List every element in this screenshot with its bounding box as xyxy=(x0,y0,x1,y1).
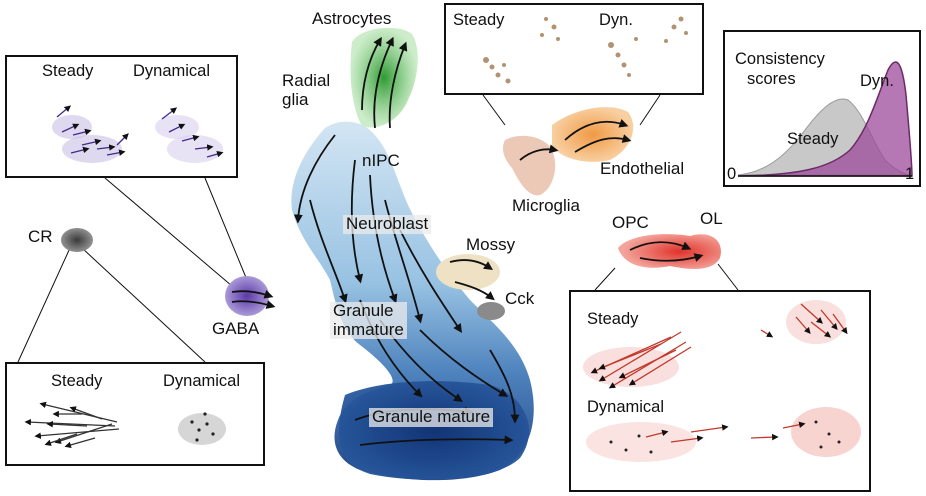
inset-gaba-dynamical-label: Dynamical xyxy=(133,62,211,80)
label-microglia: Microglia xyxy=(512,196,581,215)
label-opc: OPC xyxy=(612,213,649,232)
label-granule-immature-line1: Granule xyxy=(333,301,394,320)
label-cck: Cck xyxy=(505,289,535,308)
inset-cr-comparison: Steady Dynamical xyxy=(5,362,265,466)
inset-cr-steady-label: Steady xyxy=(51,372,103,390)
inset-connector-lines xyxy=(17,94,739,363)
cluster-endothelial xyxy=(552,107,634,162)
label-radial-glia: Radial glia xyxy=(282,71,331,109)
cluster-microglia xyxy=(502,135,556,196)
label-cr: CR xyxy=(28,227,53,246)
label-granule-mature: Granule mature xyxy=(369,407,494,427)
cluster-cck xyxy=(477,302,505,320)
label-radial-glia-line2: glia xyxy=(282,89,309,109)
consistency-axis-min: 0 xyxy=(727,165,737,183)
inset-gaba-arrows xyxy=(52,105,224,163)
inset-astro-steady-label: Steady xyxy=(453,11,505,29)
label-radial-glia-line1: Radial xyxy=(282,71,331,90)
consistency-dyn-label: Dyn. xyxy=(860,72,894,90)
inset-cr-arrows xyxy=(24,401,226,449)
inset-opc-dynamical-label: Dynamical xyxy=(587,398,665,416)
label-mossy: Mossy xyxy=(466,235,516,254)
cluster-opc-ol xyxy=(618,234,721,269)
inset-gaba-comparison: Steady Dynamical xyxy=(5,55,238,178)
consistency-density-plot xyxy=(737,61,913,177)
consistency-title-line2: scores xyxy=(747,69,796,88)
inset-opc-arrows xyxy=(583,300,861,462)
cluster-astrocytes xyxy=(350,27,418,128)
consistency-title-line1: Consistency xyxy=(735,50,825,68)
inset-astrocyte-comparison: Steady Dyn. xyxy=(444,3,704,95)
label-granule-immature: Granule immature xyxy=(330,301,407,340)
label-astrocytes: Astrocytes xyxy=(312,9,392,28)
label-neuroblast: Neuroblast xyxy=(343,214,432,234)
inset-astro-arrows xyxy=(483,16,688,84)
cluster-cr xyxy=(61,228,93,252)
label-granule-immature-line2: immature xyxy=(333,319,404,339)
label-nipc: nIPC xyxy=(362,151,400,170)
consistency-steady-label: Steady xyxy=(787,130,839,148)
inset-cr-dynamical-label: Dynamical xyxy=(163,372,241,390)
inset-gaba-steady-label: Steady xyxy=(42,62,94,80)
label-gaba: GABA xyxy=(212,319,260,338)
dynamical-density-curve xyxy=(737,61,913,177)
velocity-streamlines xyxy=(231,36,704,446)
inset-opc-steady-label: Steady xyxy=(587,310,639,328)
consistency-title: Consistency scores xyxy=(735,50,825,90)
inset-astro-dyn-label: Dyn. xyxy=(599,11,633,29)
label-ol: OL xyxy=(700,209,723,228)
inset-opc-comparison: Steady Dynamical xyxy=(569,290,871,492)
consistency-axis-max: 1 xyxy=(905,165,915,183)
cluster-gaba xyxy=(225,276,269,316)
label-endothelial: Endothelial xyxy=(600,159,685,178)
inset-consistency-scores: Consistency scores Steady Dyn. 0 1 xyxy=(723,30,921,187)
